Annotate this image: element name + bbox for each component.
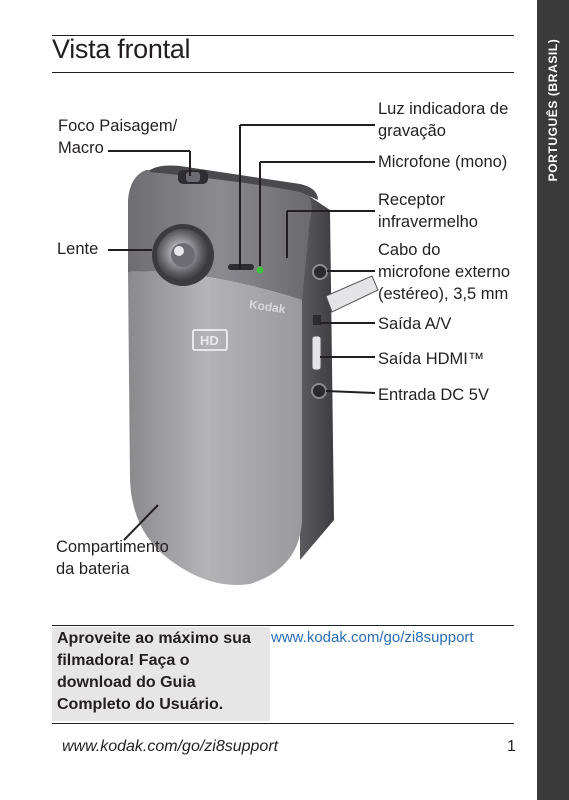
ext-mic-port-icon xyxy=(312,264,328,280)
label-av-out: Saída A/V xyxy=(378,315,452,333)
page-number: 1 xyxy=(507,738,516,755)
promo-box xyxy=(52,627,270,721)
support-link[interactable]: www.kodak.com/go/zi8support xyxy=(271,629,474,646)
label-focus-landscape-macro: Foco Paisagem/Macro xyxy=(58,117,178,157)
promo-bottom-rule xyxy=(52,723,514,724)
promo-text: Aproveite ao máximo sua filmadora! Faça … xyxy=(57,630,251,713)
device-brand: Kodak xyxy=(248,297,287,316)
svg-text:HD: HD xyxy=(200,333,219,348)
av-port-icon xyxy=(313,315,321,325)
camera-body-bottom xyxy=(128,271,302,585)
title-top-rule xyxy=(52,35,514,36)
hdmi-port-icon xyxy=(311,335,322,371)
label-microphone: Microfone (mono) xyxy=(378,153,508,171)
label-hdmi-out: Saída HDMI™ xyxy=(378,350,485,368)
promo-top-rule xyxy=(52,625,514,626)
record-indicator-icon xyxy=(256,266,264,274)
camera-side-panel xyxy=(300,190,334,560)
dc-port-icon xyxy=(311,383,327,399)
footer-url: www.kodak.com/go/zi8support xyxy=(62,738,279,755)
port-cover-icon xyxy=(325,275,379,313)
title-bottom-rule xyxy=(52,72,514,73)
label-dc-in: Entrada DC 5V xyxy=(378,386,489,404)
language-tab xyxy=(537,0,569,800)
label-lens: Lente xyxy=(57,240,99,258)
page-title: Vista frontal xyxy=(52,34,191,64)
hd-badge-icon xyxy=(192,329,228,351)
